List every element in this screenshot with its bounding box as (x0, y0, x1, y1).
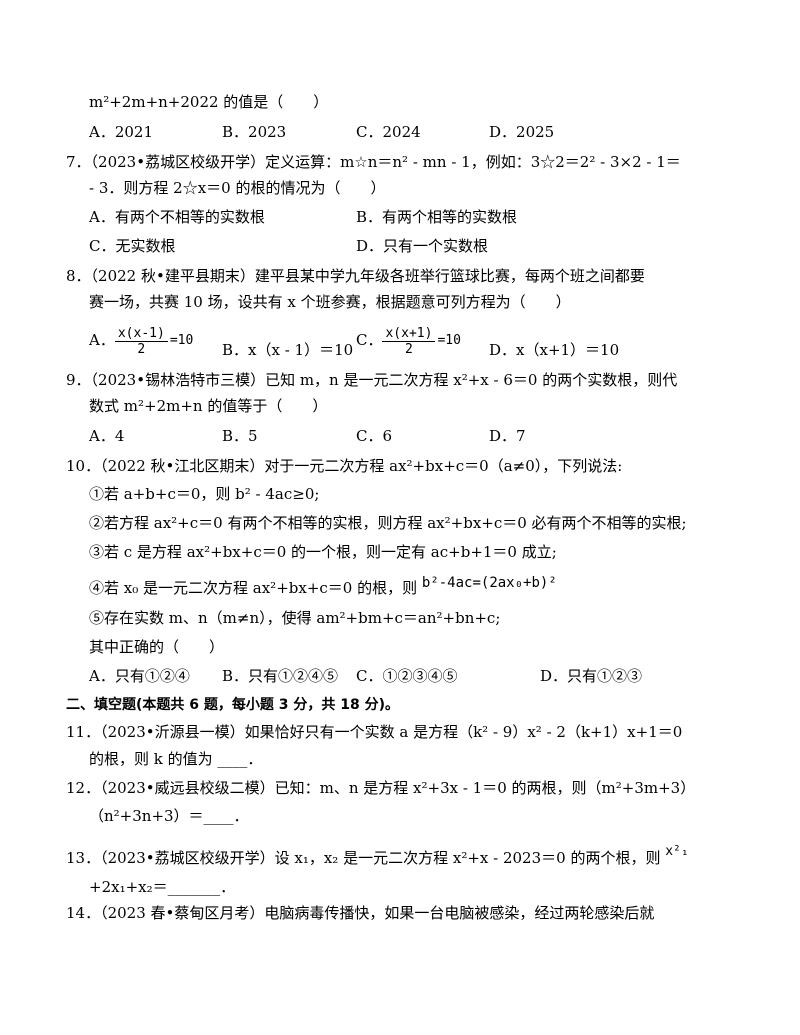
q8-option-c: C．x(x+1)2=10 (356, 320, 461, 360)
q10-statement-2: ②若方程 ax²+c＝0 有两个不相等的实根，则方程 ax²+bx+c＝0 必有… (89, 514, 687, 532)
q10-option-d: D．只有①②③ (540, 667, 643, 685)
q7-stem-line2: - 3．则方程 2☆x＝0 的根的情况为（ ） (89, 179, 386, 197)
q13-stem-line2: +2x₁+x₂＝_______． (89, 878, 236, 896)
q8-option-a-denominator: 2 (137, 341, 146, 357)
q6-option-c: C．2024 (356, 123, 421, 141)
q10-statement-4-formula: b²-4ac=(2ax₀+b)² (421, 575, 557, 591)
q10-option-c: C．①②③④⑤ (356, 667, 458, 685)
q10-statement-4-text: ④若 x₀ 是一元二次方程 ax²+bx+c＝0 的根，则 (89, 579, 418, 597)
q6-option-d: D．2025 (489, 123, 555, 141)
q6-option-b: B．2023 (222, 123, 287, 141)
q8-option-c-equals: =10 (437, 333, 461, 348)
q10-option-a: A．只有①②④ (89, 667, 190, 685)
q10-stem: 10．（2022 秋•江北区期末）对于一元二次方程 ax²+bx+c＝0（a≠0… (66, 457, 623, 475)
q6-stem: m²+2m+n+2022 的值是（ ） (89, 93, 329, 111)
q11-stem-line1: 11．（2023•沂源县一模）如果恰好只有一个实数 a 是方程（k² - 9）x… (66, 723, 683, 741)
q8-option-c-label: C． (356, 331, 383, 349)
q6-option-a: A．2021 (89, 123, 154, 141)
q9-stem-line1: 9．（2023•锡林浩特市三模）已知 m，n 是一元二次方程 x²+x - 6＝… (66, 371, 678, 389)
q13-formula: x²₁ (665, 844, 689, 859)
q8-option-c-numerator: x(x+1) (382, 326, 436, 342)
q10-statement-3: ③若 c 是方程 ax²+bx+c＝0 的一个根，则一定有 ac+b+1＝0 成… (89, 543, 557, 561)
q13-stem-line1: 13．（2023•荔城区校级开学）设 x₁，x₂ 是一元二次方程 x²+x - … (66, 844, 689, 870)
section-2-heading: 二、填空题(本题共 6 题，每小题 3 分，共 18 分)。 (66, 697, 400, 713)
q7-option-c: C．无实数根 (89, 237, 176, 255)
q10-option-b: B．只有①②④⑤ (222, 667, 339, 685)
q14-stem-line1: 14．（2023 春•蔡甸区月考）电脑病毒传播快，如果一台电脑被感染，经过两轮感… (66, 904, 655, 922)
q9-option-d: D．7 (489, 427, 526, 445)
q8-stem-line1: 8．（2022 秋•建平县期末）建平县某中学九年级各班举行篮球比赛，每两个班之间… (66, 267, 645, 285)
q8-stem-line2: 赛一场，共赛 10 场，设共有 x 个班参赛，根据题意可列方程为（ ） (89, 293, 571, 311)
q10-statement-5: ⑤存在实数 m、n（m≠n），使得 am²+bm+c＝an²+bn+c; (89, 609, 501, 627)
q11-stem-line2: 的根，则 k 的值为 ____． (89, 750, 263, 768)
q8-option-c-denominator: 2 (405, 341, 413, 357)
q12-stem-line1: 12．（2023•威远县校级二模）已知：m、n 是方程 x²+3x - 1＝0 … (66, 779, 696, 797)
q9-option-a: A．4 (89, 427, 125, 445)
q10-statement-1: ①若 a+b+c＝0，则 b² - 4ac≥0; (89, 485, 320, 503)
q7-stem-line1: 7．（2023•荔城区校级开学）定义运算：m☆n＝n² - mn - 1，例如：… (66, 153, 681, 171)
q12-stem-line2: （n²+3n+3）＝____． (89, 807, 249, 825)
q9-option-c: C．6 (356, 427, 393, 445)
q10-ask: 其中正确的（ ） (89, 638, 225, 656)
q13-stem-line1-text: 13．（2023•荔城区校级开学）设 x₁，x₂ 是一元二次方程 x²+x - … (66, 849, 661, 867)
q8-option-a-label: A． (89, 331, 115, 349)
q7-option-a: A．有两个不相等的实数根 (89, 208, 265, 226)
q9-option-b: B．5 (222, 427, 258, 445)
q9-stem-line2: 数式 m²+2m+n 的值等于（ ） (89, 397, 328, 415)
q8-option-a-equals: =10 (169, 333, 194, 348)
q10-statement-4: ④若 x₀ 是一元二次方程 ax²+bx+c＝0 的根，则 b²-4ac=(2a… (89, 575, 557, 599)
q7-option-b: B．有两个相等的实数根 (356, 208, 518, 226)
q8-option-a-numerator: x(x-1) (114, 326, 168, 342)
q8-option-c-fraction: x(x+1)2 (382, 326, 436, 357)
q8-option-b: B．x（x - 1）＝10 (222, 341, 354, 359)
q7-option-d: D．只有一个实数根 (356, 237, 489, 255)
q8-option-a-fraction: x(x-1)2 (114, 326, 168, 357)
q8-option-a: A．x(x-1)2=10 (89, 320, 193, 360)
q8-option-d: D．x（x+1）＝10 (489, 341, 620, 359)
